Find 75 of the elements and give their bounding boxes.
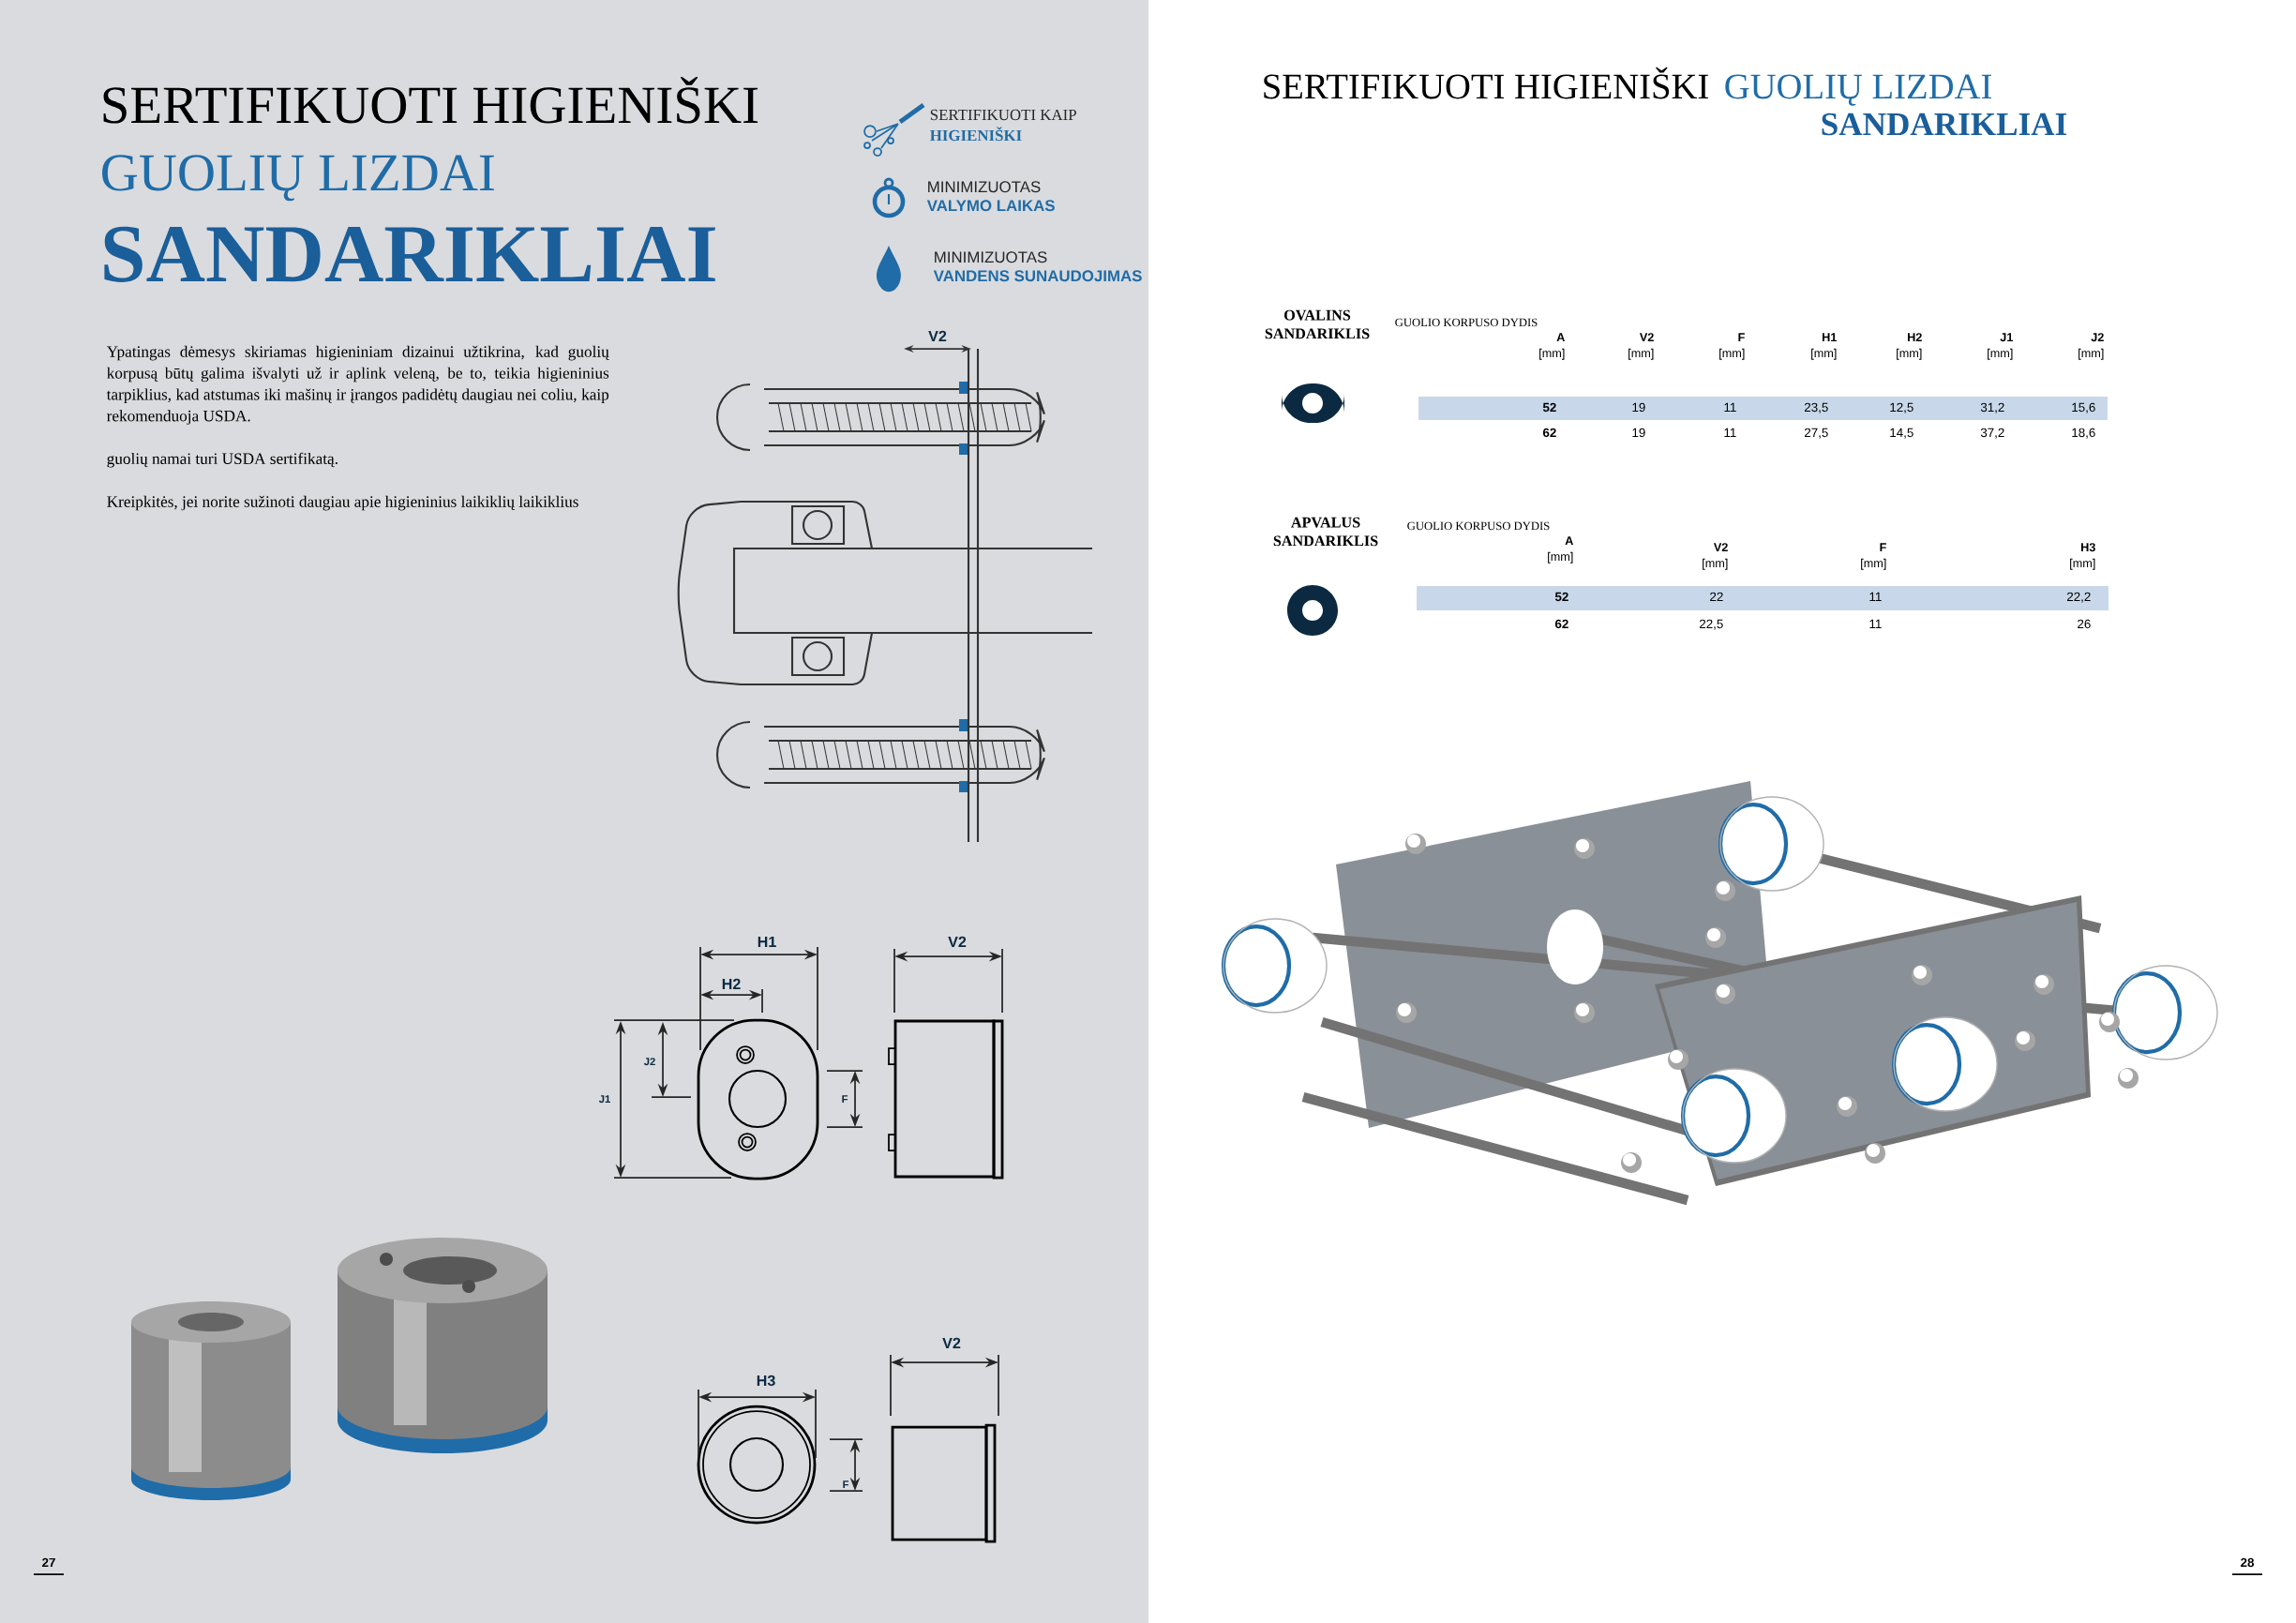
column-header: [mm] [1628, 348, 1654, 360]
body-text: Ypatingas dėmesys skiriamas higieniniam dizainui užtikrina, kad guolių korpusą būtų galima išvalyti už ir aplink veleną, be to, teikia higieninius tarpiklius, kad atstumas iki mašinų ir įrangos padidėtų daugiau nei coliu, kaip rekomenduoja USDA. [106, 345, 609, 425]
dimension-label: V2 [948, 936, 967, 948]
page-heading: GUOLIŲ LIZDAI [102, 155, 494, 202]
table-cell: 23,5 [1805, 402, 1828, 413]
table-cell: 37,2 [1980, 428, 2004, 439]
column-header: [mm] [2078, 348, 2104, 360]
table-caption: GUOLIO KORPUSO DYDIS [1407, 521, 1550, 531]
table-cell: 62 [1542, 428, 1556, 438]
column-header: F [1880, 543, 1886, 551]
column-header: A [1556, 333, 1565, 341]
body-text: guolių namai turi USDA sertifikatą. [107, 452, 338, 468]
table-cell: 18,6 [2072, 428, 2095, 439]
column-header: [mm] [1703, 558, 1728, 570]
table-cell: 31,2 [1980, 402, 2004, 413]
column-header: V2 [1639, 333, 1654, 341]
feature-caption: HIGIENIŠKI [930, 127, 1022, 142]
column-header: H2 [1908, 333, 1922, 341]
table-cell: 62 [1554, 619, 1568, 629]
column-header: J2 [2091, 333, 2104, 342]
page-heading: SANDARIKLIAI [1822, 113, 2067, 136]
table-cell: 11 [1869, 592, 1882, 601]
column-header: [mm] [2070, 558, 2095, 570]
page-heading: SERTIFIKUOTI HIGIENIŠKI [103, 77, 758, 124]
table-cell: 52 [1542, 402, 1556, 413]
column-header: H3 [2081, 543, 2095, 552]
dimension-label: H2 [722, 978, 741, 990]
table-caption: GUOLIO KORPUSO DYDIS [1395, 318, 1538, 327]
dimension-label: H1 [758, 936, 776, 948]
table-cell: 19 [1632, 402, 1645, 413]
page-number: 28 [2231, 1557, 2263, 1575]
table-cell: 27,5 [1805, 428, 1828, 439]
page-heading: SANDARIKLIAI [104, 226, 715, 282]
column-header: [mm] [1811, 348, 1837, 360]
table-cell: 11 [1724, 428, 1736, 437]
page-heading: SERTIFIKUOTI HIGIENIŠKI [1264, 67, 1708, 99]
body-text: Kreipkitės, jei norite sužinoti daugiau apie higieninius laikiklių laikiklius [107, 495, 578, 511]
dimension-label: J2 [643, 1058, 655, 1066]
page-number: 27 [33, 1557, 65, 1575]
column-header: V2 [1713, 543, 1728, 551]
feature-caption: VALYMO LAIKAS [926, 200, 1055, 212]
column-header: H1 [1823, 333, 1837, 341]
dimension-label: V2 [942, 1337, 961, 1349]
dimension-label: H3 [757, 1375, 775, 1387]
feature-caption: MINIMIZUOTAS [928, 181, 1041, 193]
feature-caption: VANDENS SUNAUDOJIMAS [933, 270, 1142, 282]
column-header: [mm] [1719, 348, 1745, 360]
dimension-label: F [843, 1480, 849, 1489]
column-header: F [1738, 333, 1745, 341]
table-title: APVALUS SANDARIKLIS [1273, 517, 1378, 547]
table-cell: 11 [1724, 402, 1736, 412]
dimension-label: J1 [598, 1095, 610, 1104]
table-cell: 12,5 [1890, 402, 1913, 413]
column-header: [mm] [1988, 348, 2013, 360]
page-heading: GUOLIŲ LIZDAI [1725, 74, 1991, 106]
table-cell: 11 [1869, 619, 1882, 628]
table-cell: 19 [1632, 428, 1645, 438]
table-cell: 52 [1554, 592, 1568, 602]
table-cell: 15,6 [2072, 402, 2095, 413]
table-cell: 22 [1710, 592, 1723, 601]
dimension-label: V2 [928, 330, 947, 341]
table-cell: 26 [2078, 619, 2091, 629]
feature-caption: MINIMIZUOTAS [935, 251, 1047, 263]
dimension-label: F [842, 1095, 848, 1104]
column-header: J1 [2000, 333, 2013, 342]
table-cell: 22,5 [1700, 619, 1723, 630]
table-cell: 14,5 [1890, 428, 1913, 439]
table-cell: 22,2 [2067, 592, 2091, 603]
feature-caption: SERTIFIKUOTI KAIP [930, 109, 1076, 121]
column-header: [mm] [1897, 348, 1922, 360]
column-header: [mm] [1548, 551, 1573, 564]
column-header: [mm] [1861, 558, 1886, 570]
table-title: OVALINS SANDARIKLIS [1265, 309, 1370, 339]
column-header: [mm] [1539, 348, 1565, 360]
column-header: A [1565, 536, 1573, 545]
